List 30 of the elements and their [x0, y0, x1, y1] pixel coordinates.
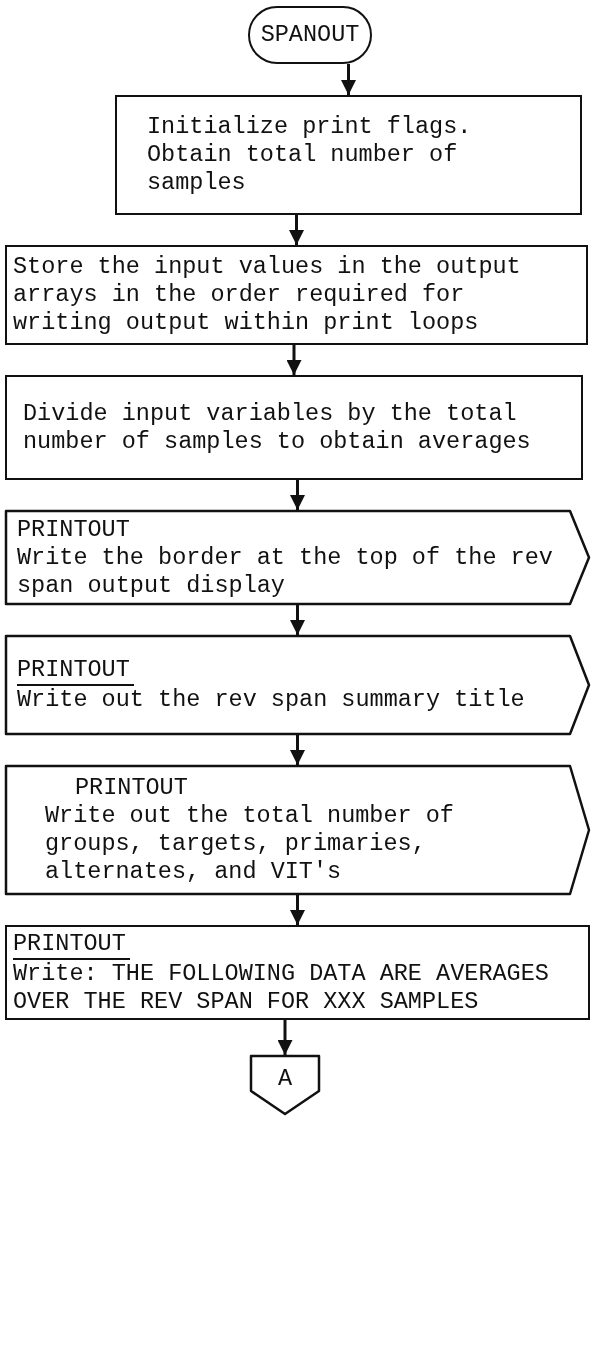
- arrow: [290, 480, 305, 510]
- node-heading: PRINTOUT: [17, 656, 134, 686]
- node-text: Divide input variables by the total number of samples to obtain averages: [23, 399, 532, 456]
- arrow: [290, 605, 305, 635]
- arrow: [289, 215, 304, 245]
- node-text: Write the border at the top of the rev span output display: [17, 543, 554, 600]
- process-box: [5, 925, 590, 1020]
- arrow: [290, 735, 305, 765]
- node-text: A: [277, 1065, 293, 1094]
- node-heading: PRINTOUT: [13, 929, 130, 960]
- node-text: Initialize print flags.: [147, 113, 472, 141]
- off-page-connector: [250, 1055, 320, 1115]
- process-box: [5, 375, 583, 480]
- node-text: Store the input values in the output arrays in the order required for writing output within print loops: [13, 253, 522, 337]
- arrow: [341, 64, 356, 95]
- display-shape: [5, 635, 590, 735]
- node-text: Write: THE FOLLOWING DATA ARE AVERAGES OVER THE REV SPAN FOR XXX SAMPLES: [13, 959, 550, 1016]
- arrow: [286, 345, 302, 375]
- node-heading: PRINTOUT: [17, 515, 131, 544]
- arrow: [277, 1020, 293, 1055]
- display-shape: [5, 765, 590, 895]
- process-box: [115, 95, 582, 215]
- process-box: [5, 245, 588, 345]
- display-shape: [5, 510, 590, 605]
- arrow: [290, 895, 305, 925]
- node-text: Obtain total number of samples: [147, 141, 459, 197]
- node-heading: PRINTOUT: [75, 774, 189, 802]
- node-text: Write out the rev span summary title: [17, 686, 525, 714]
- node-text: Write out the total number of groups, targets, primaries, alternates, and VIT's: [45, 802, 455, 886]
- node-text: SPANOUT: [260, 21, 360, 49]
